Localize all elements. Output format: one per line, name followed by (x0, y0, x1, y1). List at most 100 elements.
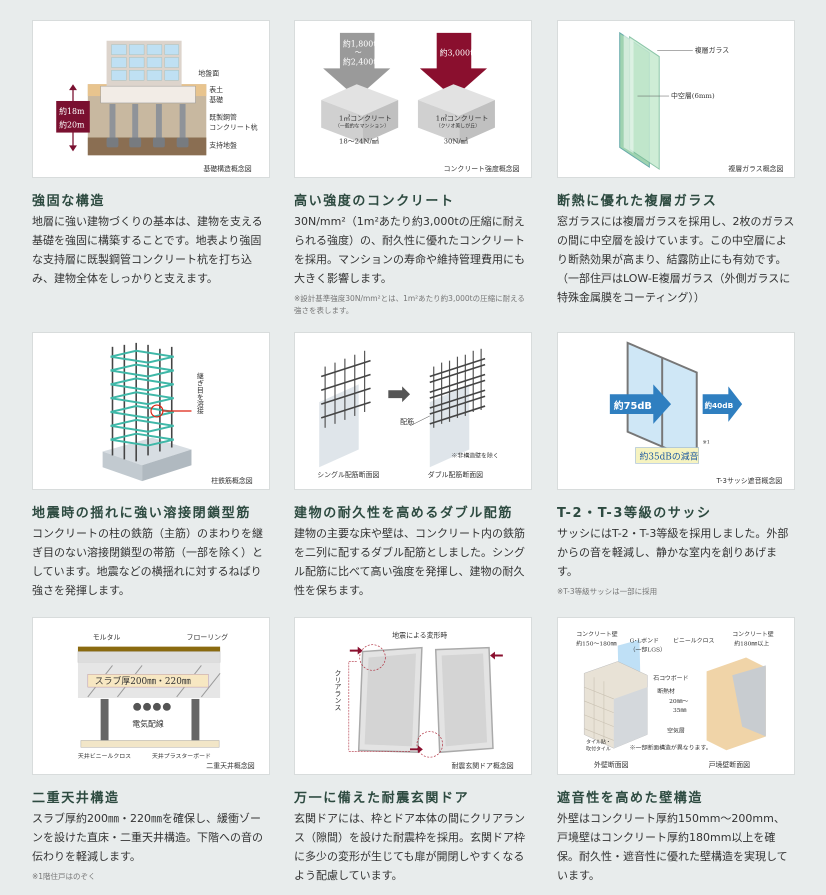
label: ※一部断面構造が異なります。 (630, 743, 712, 751)
label: 電気配線 (132, 719, 164, 729)
label: コンクリート壁 (732, 630, 773, 638)
diagram-caption: 耐震玄関ドア概念図 (452, 761, 514, 770)
section-title: 建物の耐久性を高めるダブル配筋 (294, 506, 514, 521)
section-title: 地震時の揺れに強い溶接閉鎖型筋 (32, 506, 252, 521)
section-body: 外壁はコンクリート厚約150mm〜200mm、戸境壁はコンクリート厚約180mm… (557, 812, 788, 882)
label: 空気層 (667, 727, 685, 735)
label: 約2,400t (343, 56, 377, 66)
label: 既製鋼管 (209, 113, 237, 122)
section-title: 断熱に優れた複層ガラス (557, 194, 718, 209)
label: 約180㎜以上 (734, 640, 769, 648)
section-body: 玄関ドアには、枠とドア本体の間にクリアランス（隙間）を設けた耐震枠を採用。玄関ド… (294, 812, 525, 882)
section-body: 窓ガラスには複層ガラスを採用し、2枚のガラスの間に中空層を設けています。この中空… (557, 215, 795, 304)
concrete-diagram: 約1,800t 〜 約2,400t 1㎥コンクリート （一般的なマンション） 1… (294, 20, 532, 178)
label: 地震による変形時 (392, 631, 447, 640)
label: 基礎 (209, 95, 223, 104)
label: タイル貼・ (586, 738, 611, 745)
diagram-caption: 二重天井概念図 (206, 761, 254, 770)
section-title: 二重天井構造 (32, 791, 120, 806)
label: 1㎥コンクリート (339, 114, 392, 123)
depth-label: 約20m (59, 120, 85, 130)
footnote: ※設計基準強度30N/mm²とは、1m²あたり約3,000tの圧縮に耐える強さを… (294, 294, 525, 315)
double-rebar-diagram: 配筋 ※非構造壁を除く シングル配筋断面図 ダブル配筋断面図 (294, 332, 532, 490)
label: 表土 (209, 85, 223, 94)
label: 断熱材 (657, 687, 675, 695)
label: 複層ガラス (695, 46, 729, 55)
label: 20㎜〜 (669, 699, 688, 705)
label: 30N/㎟ (444, 137, 468, 145)
label: クリアランス (333, 669, 341, 711)
card-rebar-column: 継ぎ目を溶接 柱鉄筋概念図 地震時の揺れに強い溶接閉鎖型筋 コンクリートの柱の鉄… (32, 332, 270, 600)
label: ビニールクロス (673, 637, 714, 645)
label: 18〜24N/㎟ (339, 137, 379, 145)
card-door: 地震による変形時 クリアランス 耐震玄関ドア概念図 万一に備えた耐震玄関ドア 玄… (294, 617, 532, 885)
section-title: 遮音性を高めた壁構造 (557, 791, 704, 806)
card-glass: 複層ガラス 中空層(6mm) 複層ガラス概念図 断熱に優れた複層ガラス 窓ガラス… (557, 20, 795, 307)
label: （一般的なマンション） (335, 123, 389, 130)
section-title: 強固な構造 (32, 194, 106, 209)
label: 支持地盤 (209, 140, 237, 149)
wall-diagram: コンクリート壁 約150〜180㎜ G･Lボンド （一部LGS） ビニールクロス… (557, 617, 795, 775)
footnote: ※1階住戸はのぞく (32, 872, 96, 881)
section-title: 万一に備えた耐震玄関ドア (294, 791, 470, 806)
diagram-caption: 基礎構造概念図 (203, 164, 251, 173)
label: 継ぎ目を溶接 (195, 372, 203, 416)
label: 地盤面 (198, 68, 219, 77)
label: コンクリート壁 (576, 630, 617, 638)
label: 配筋 (400, 417, 414, 426)
label: モルタル (93, 633, 121, 642)
label: フローリング (187, 633, 229, 642)
section-title: 高い強度のコンクリート (294, 194, 455, 209)
card-concrete: 約1,800t 〜 約2,400t 1㎥コンクリート （一般的なマンション） 1… (294, 20, 532, 317)
label: 約3,000t (440, 48, 474, 58)
label: ※非構造壁を除く (452, 451, 499, 459)
label: コンクリート杭 (209, 123, 257, 132)
glass-diagram: 複層ガラス 中空層(6mm) 複層ガラス概念図 (557, 20, 795, 178)
column-diagram: 継ぎ目を溶接 柱鉄筋概念図 (32, 332, 270, 490)
section-body: 地層に強い建物づくりの基本は、建物を支える基礎を強固に構築することです。地表より… (32, 215, 263, 285)
section-body: コンクリートの柱の鉄筋（主筋）のまわりを継ぎ目のない溶接閉鎖型の帯筋（一部を除く… (32, 527, 263, 597)
label: 石コウボード (653, 674, 688, 682)
db-outside: 約75dB (614, 399, 652, 412)
card-double-ceiling: スラブ厚200㎜・220㎜ 電気配線 モルタル フローリング 天井ビニールクロス… (32, 617, 270, 883)
label: 天井プラスターボード (152, 752, 211, 760)
foundation-diagram: 約18m 約20m 地盤面 表土 基礎 既製鋼管 コンクリート杭 支持地盤 基礎… (32, 20, 270, 178)
ceiling-diagram: スラブ厚200㎜・220㎜ 電気配線 モルタル フローリング 天井ビニールクロス… (32, 617, 270, 775)
section-title: T-2・T-3等級のサッシ (557, 506, 712, 521)
label: ※1 (703, 440, 710, 446)
door-diagram: 地震による変形時 クリアランス 耐震玄関ドア概念図 (294, 617, 532, 775)
diagram-caption: 柱鉄筋概念図 (211, 476, 253, 485)
card-wall: コンクリート壁 約150〜180㎜ G･Lボンド （一部LGS） ビニールクロス… (557, 617, 795, 885)
diagram-caption: 複層ガラス概念図 (728, 164, 783, 173)
depth-label: 約18m (59, 106, 85, 116)
label: 約1,800t (343, 39, 377, 49)
card-double-rebar: 配筋 ※非構造壁を除く シングル配筋断面図 ダブル配筋断面図 建物の耐久性を高め… (294, 332, 532, 600)
diagram-caption: シングル配筋断面図 (317, 470, 379, 479)
diagram-caption: ダブル配筋断面図 (428, 470, 483, 479)
label: 中空層(6mm) (671, 91, 715, 100)
sash-diagram: 約75dB 約40dB 約35dBの減音 ※1 T-3サッシ遮音概念図 (557, 332, 795, 490)
section-body: サッシにはT-2・T-3等級を採用しました。外部からの音を軽減し、静かな室内を創… (557, 527, 789, 578)
card-sash: 約75dB 約40dB 約35dBの減音 ※1 T-3サッシ遮音概念図 T-2・… (557, 332, 795, 598)
section-body: スラブ厚約200㎜・220㎜を確保し、緩衝ゾーンを設けた直床・二重天井構造。下階… (32, 812, 263, 863)
db-inside: 約40dB (705, 401, 734, 410)
label: （クリオ美しが丘） (436, 123, 480, 130)
label: 吹付タイル (586, 745, 611, 752)
section-body: 建物の主要な床や壁は、コンクリート内の鉄筋を二列に配するダブル配筋としました。シ… (294, 527, 525, 597)
db-reduction: 約35dBの減音 (639, 450, 698, 462)
label: （一部LGS） (630, 646, 666, 654)
label: 〜 (355, 49, 362, 57)
diagram-caption: 外壁断面図 (594, 760, 629, 769)
label: 1㎥コンクリート (436, 114, 489, 123)
label: 約150〜180㎜ (576, 640, 616, 648)
diagram-caption: T-3サッシ遮音概念図 (715, 476, 782, 485)
section-body: 30N/mm²（1m²あたり約3,000tの圧縮に耐えられる強度）の、耐久性に優… (294, 215, 525, 285)
diagram-caption: 戸境壁断面図 (709, 760, 751, 769)
label: 35㎜ (673, 708, 687, 714)
label: G･Lボンド (630, 637, 659, 645)
card-foundation: 約18m 約20m 地盤面 表土 基礎 既製鋼管 コンクリート杭 支持地盤 基礎… (32, 20, 270, 288)
slab-label: スラブ厚200㎜・220㎜ (95, 675, 191, 687)
label: 天井ビニールクロス (78, 752, 131, 760)
footnote: ※T-3等級サッシは一部に採用 (557, 587, 658, 596)
diagram-caption: コンクリート強度概念図 (444, 164, 520, 173)
